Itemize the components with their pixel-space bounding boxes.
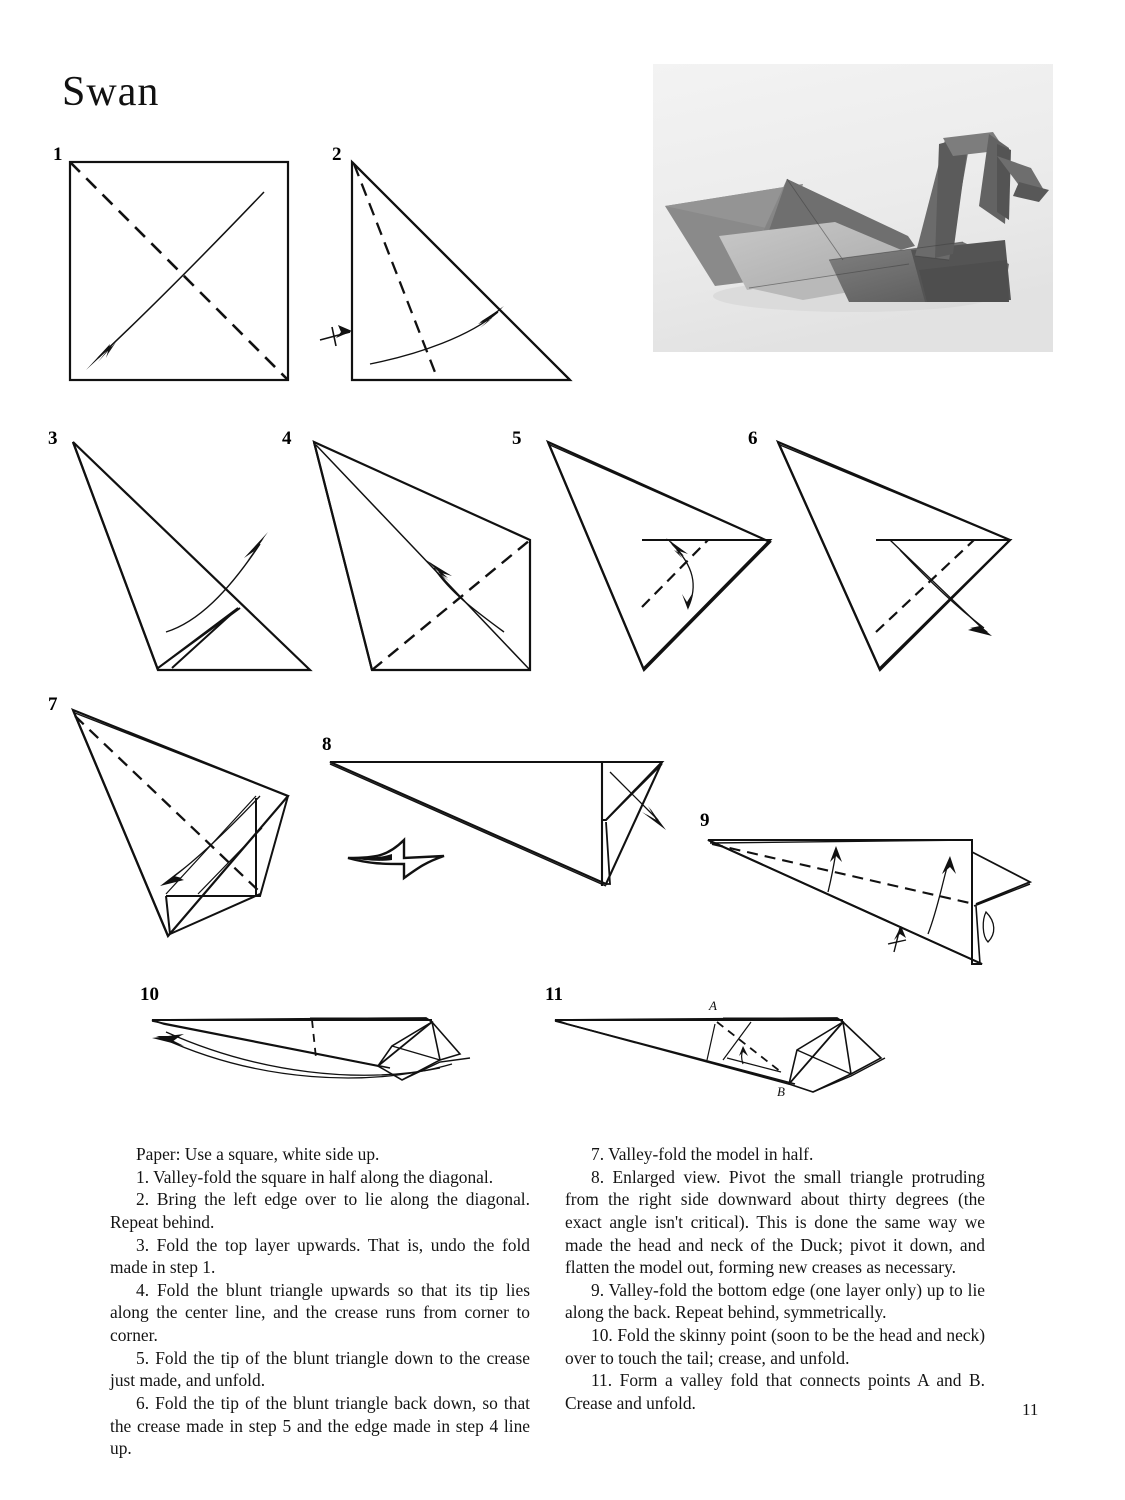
instruction-paper: Paper: Use a square, white side up. — [136, 1144, 380, 1164]
step-number-5: 5 — [512, 428, 522, 449]
instruction-step-11: 11. Form a valley fold that connects poi… — [565, 1370, 985, 1413]
step-3-diagram — [71, 441, 313, 672]
step-number-4: 4 — [282, 428, 292, 449]
step-number-9: 9 — [700, 810, 710, 831]
instructions-left-column: Paper: Use a square, white side up. 1. V… — [110, 1143, 530, 1460]
step-number-1: 1 — [53, 144, 63, 165]
step-9-diagram — [707, 839, 1033, 965]
repeat-behind-symbol-step-9 — [887, 926, 907, 953]
step-7-diagram — [70, 708, 290, 939]
instruction-step-10: 10. Fold the skinny point (soon to be th… — [565, 1325, 985, 1368]
figure-step-4: 4 — [282, 428, 552, 682]
instruction-step-5: 5. Fold the tip of the blunt triangle do… — [110, 1347, 530, 1391]
enlarge-view-symbol — [347, 837, 445, 881]
step-11-diagram: A B — [554, 998, 886, 1099]
page-title: Swan — [62, 69, 160, 115]
swan-photograph — [653, 64, 1053, 352]
step-number-7: 7 — [48, 694, 58, 715]
figure-step-5: 5 — [512, 428, 792, 682]
point-label-a: A — [708, 998, 717, 1013]
instruction-step-8: 8. Enlarged view. Pivot the small triang… — [565, 1166, 985, 1278]
figure-step-6: 6 — [748, 428, 1033, 682]
instruction-step-7: 7. Valley-fold the model in half. — [591, 1144, 814, 1164]
step-4-diagram — [312, 440, 532, 672]
step-10-diagram — [151, 1017, 471, 1081]
swan-photo-art — [653, 64, 1053, 352]
step-2-diagram — [319, 159, 573, 382]
figure-step-9: 9 — [700, 810, 1040, 977]
point-label-b: B — [777, 1084, 785, 1099]
instruction-step-9: 9. Valley-fold the bottom edge (one laye… — [565, 1279, 985, 1323]
step-number-10: 10 — [140, 984, 159, 1005]
instruction-step-6: 6. Fold the tip of the blunt triangle ba… — [110, 1392, 530, 1459]
step-5-diagram — [545, 439, 773, 672]
instructions-right-column: 7. Valley-fold the model in half. 8. Enl… — [565, 1143, 985, 1415]
step-number-6: 6 — [748, 428, 758, 449]
figure-step-1: 1 — [50, 144, 310, 400]
figure-step-2: 2 — [319, 144, 595, 400]
step-number-8: 8 — [322, 734, 332, 755]
instruction-step-2: 2. Bring the left edge over to lie along… — [110, 1189, 530, 1232]
instruction-step-3: 3. Fold the top layer upwards. That is, … — [110, 1234, 530, 1278]
step-6-diagram — [775, 439, 1013, 672]
step-number-11: 11 — [545, 984, 563, 1005]
page-number: 11 — [1022, 1400, 1039, 1419]
figure-step-7: 7 — [48, 694, 348, 948]
step-1-diagram — [68, 160, 290, 382]
repeat-behind-symbol-step-2 — [319, 325, 352, 347]
instruction-step-4: 4. Fold the blunt triangle upwards so th… — [110, 1279, 530, 1345]
figure-step-3: 3 — [48, 428, 323, 682]
step-8-diagram — [329, 760, 666, 887]
figure-step-8: 8 — [322, 734, 682, 906]
instruction-step-1: 1. Valley-fold the square in half along … — [136, 1166, 494, 1187]
figure-step-11: 11 A B — [545, 984, 920, 1103]
step-number-3: 3 — [48, 428, 58, 449]
figure-step-10: 10 — [140, 984, 510, 1098]
step-number-2: 2 — [332, 144, 342, 165]
